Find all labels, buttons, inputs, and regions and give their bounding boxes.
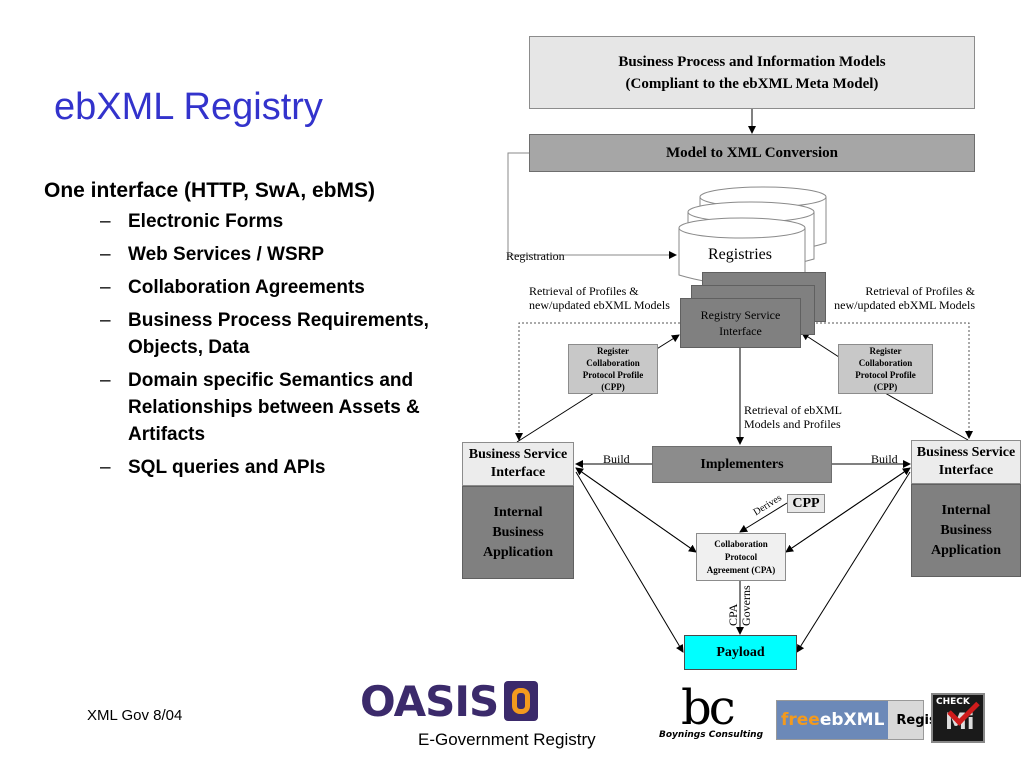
reg-cpp-left-l3: Protocol Profile bbox=[582, 370, 644, 380]
sub-bullet-item: –Business Process Requirements, Objects,… bbox=[100, 307, 464, 361]
iba-left-line3: Application bbox=[482, 544, 553, 560]
sub-bullet-text: Web Services / WSRP bbox=[128, 244, 325, 265]
dash-marker: – bbox=[100, 310, 111, 331]
cpa-line2: Protocol bbox=[724, 551, 758, 562]
check-m-text: Mi bbox=[945, 710, 975, 735]
sub-bullets: –Electronic Forms –Web Services / WSRP –… bbox=[44, 208, 464, 481]
retrieval-right-line2: new/updated ebXML Models bbox=[834, 298, 975, 312]
sub-bullet-item: –Domain specific Semantics and Relations… bbox=[100, 367, 464, 448]
sub-bullet-item: –Collaboration Agreements bbox=[100, 274, 464, 301]
business-service-interface-right: Business Service Interface bbox=[911, 440, 1021, 484]
reg-cpp-right-l3: Protocol Profile bbox=[855, 370, 916, 380]
cpa-box: Collaboration Protocol Agreement (CPA) bbox=[696, 533, 786, 581]
oasis-mark-icon bbox=[504, 681, 539, 721]
sub-bullet-text: Business Process Requirements, Objects, … bbox=[128, 310, 429, 358]
retrieval-right-label: Retrieval of Profiles & new/updated ebXM… bbox=[829, 284, 975, 312]
models-box: Business Process and Information Models … bbox=[529, 36, 975, 109]
sub-bullet-text: Domain specific Semantics and Relationsh… bbox=[128, 370, 420, 445]
freebxml-free: free bbox=[781, 710, 820, 730]
dash-marker: – bbox=[100, 370, 111, 391]
internal-business-app-right: Internal Business Application bbox=[911, 484, 1021, 577]
retrieval-center-line1: Retrieval of ebXML bbox=[744, 403, 842, 417]
cpp-tag: CPP bbox=[787, 494, 825, 513]
bsi-right-line1: Business Service bbox=[916, 445, 1016, 460]
sub-bullet-item: –SQL queries and APIs bbox=[100, 454, 464, 481]
retrieval-left-line1: Retrieval of Profiles & bbox=[529, 284, 639, 298]
bullet-main: One interface (HTTP, SwA, ebMS) bbox=[44, 179, 376, 202]
retrieval-left-label: Retrieval of Profiles & new/updated ebXM… bbox=[529, 284, 670, 312]
internal-business-app-left: Internal Business Application bbox=[462, 486, 574, 579]
retrieval-center-label: Retrieval of ebXML Models and Profiles bbox=[744, 403, 842, 431]
rsi-line1: Registry Service bbox=[700, 308, 781, 322]
boynings-logo: bc Boynings Consulting bbox=[657, 680, 775, 744]
reg-cpp-left-l1: Register bbox=[597, 346, 629, 356]
cpa-governs-line2: Governs bbox=[739, 585, 753, 626]
build-right-label: Build bbox=[871, 452, 898, 466]
models-box-line2: (Compliant to the ebXML Meta Model) bbox=[625, 75, 879, 92]
models-box-line1: Business Process and Information Models bbox=[618, 53, 886, 70]
reg-cpp-right-l4: (CPP) bbox=[873, 382, 898, 392]
sub-bullet-text: Collaboration Agreements bbox=[128, 277, 365, 298]
build-left-label: Build bbox=[603, 452, 630, 466]
oasis-logo-text: OASIS bbox=[360, 676, 499, 726]
rsi-line2: Interface bbox=[719, 324, 762, 338]
bsi-right-line2: Interface bbox=[938, 463, 994, 478]
footer-date: XML Gov 8/04 bbox=[87, 707, 183, 724]
retrieval-left-line2: new/updated ebXML Models bbox=[529, 298, 670, 312]
reg-cpp-left-l4: (CPP) bbox=[601, 382, 625, 392]
iba-left-line2: Business bbox=[492, 524, 544, 540]
dash-marker: – bbox=[100, 211, 111, 232]
retrieval-center-line2: Models and Profiles bbox=[744, 417, 841, 431]
register-cpp-right: Register Collaboration Protocol Profile … bbox=[838, 344, 933, 394]
registries-cylinders bbox=[678, 186, 827, 285]
registry-service-interface: Registry Service Interface bbox=[680, 298, 801, 348]
sub-bullet-text: Electronic Forms bbox=[128, 211, 284, 232]
sub-bullet-text: SQL queries and APIs bbox=[128, 457, 326, 478]
reg-cpp-right-l1: Register bbox=[869, 346, 902, 356]
dash-marker: – bbox=[100, 277, 111, 298]
bsi-left-line2: Interface bbox=[490, 465, 546, 480]
registries-label: Registries bbox=[708, 246, 772, 263]
checkmi-logo: CHECK Mi bbox=[931, 693, 985, 743]
slide-title: ebXML Registry bbox=[54, 86, 323, 128]
cpa-line3: Agreement (CPA) bbox=[706, 564, 776, 575]
sub-bullet-item: –Web Services / WSRP bbox=[100, 241, 464, 268]
iba-right-line1: Internal bbox=[941, 502, 991, 518]
iba-right-line2: Business bbox=[940, 522, 992, 538]
sub-bullet-item: –Electronic Forms bbox=[100, 208, 464, 235]
bullet-list: One interface (HTTP, SwA, ebMS) –Electro… bbox=[44, 176, 464, 487]
reg-cpp-left-l2: Collaboration bbox=[586, 358, 640, 368]
dash-marker: – bbox=[100, 244, 111, 265]
oasis-logo: OASIS bbox=[360, 676, 539, 726]
payload-box: Payload bbox=[684, 635, 797, 670]
freebxml-rest: ebXML bbox=[819, 710, 885, 730]
bc-mark: bc bbox=[681, 680, 736, 736]
conversion-box: Model to XML Conversion bbox=[529, 134, 975, 172]
retrieval-right-line1: Retrieval of Profiles & bbox=[865, 284, 975, 298]
boynings-text: Boynings Consulting bbox=[659, 730, 764, 740]
dash-marker: – bbox=[100, 457, 111, 478]
footer-title: E-Government Registry bbox=[418, 730, 596, 749]
business-service-interface-left: Business Service Interface bbox=[462, 442, 574, 486]
implementers-box: Implementers bbox=[652, 446, 832, 483]
reg-cpp-right-l2: Collaboration bbox=[858, 358, 913, 368]
register-cpp-left: Register Collaboration Protocol Profile … bbox=[568, 344, 658, 394]
cpa-line1: Collaboration bbox=[714, 538, 768, 549]
registration-label: Registration bbox=[506, 249, 565, 263]
iba-right-line3: Application bbox=[930, 542, 1001, 558]
cpa-governs-label: CPA Governs bbox=[726, 585, 753, 626]
iba-left-line1: Internal bbox=[493, 504, 543, 520]
bsi-left-line1: Business Service bbox=[468, 447, 568, 462]
check-text: CHECK bbox=[936, 697, 970, 707]
